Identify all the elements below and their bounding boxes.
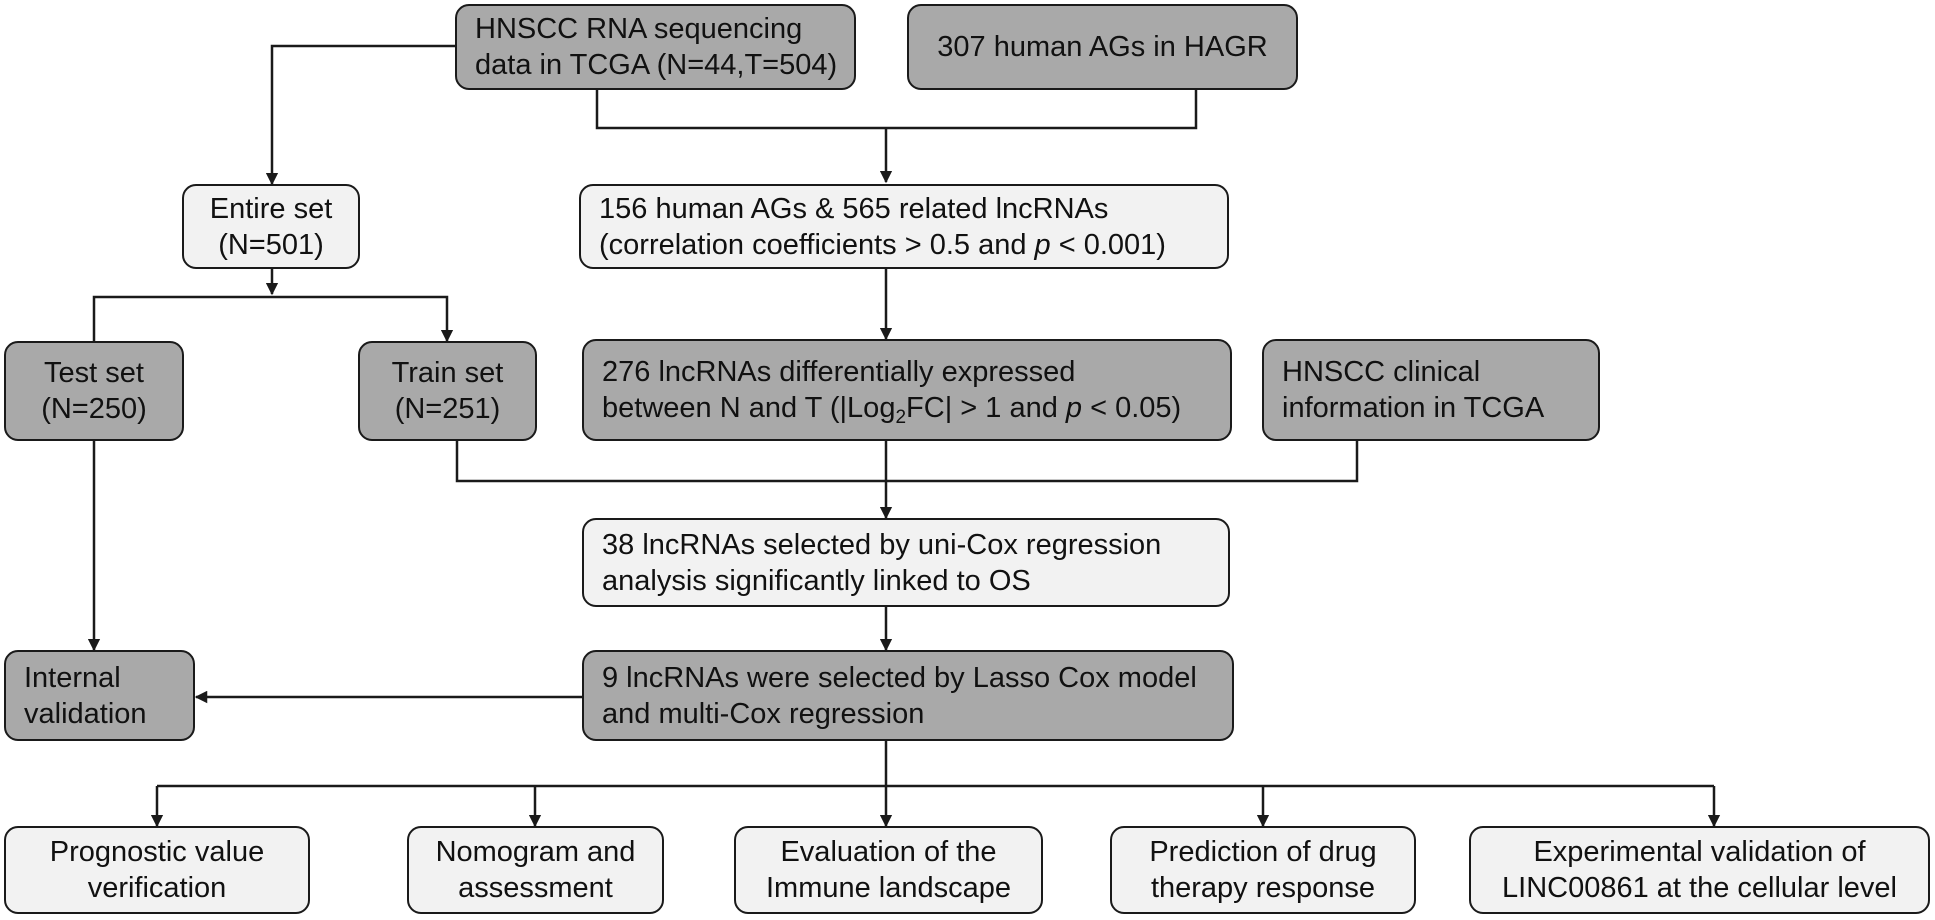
node-lasso-line1: 9 lncRNAs were selected by Lasso Cox mod…: [602, 661, 1197, 694]
node-differential-line1: 276 lncRNAs differentially expressed: [602, 356, 1076, 388]
node-ags-lncrnas-line2: (correlation coefficients > 0.5 and p < …: [599, 227, 1166, 263]
node-clinical-line1: HNSCC clinical: [1282, 356, 1481, 388]
node-entire-set-line1: Entire set: [209, 192, 333, 225]
node-prognostic-line1: Prognostic value: [49, 836, 265, 868]
edge-split-test: [92, 295, 454, 343]
node-differential-line2-pre: between N and T (|Log: [602, 392, 896, 424]
node-drug: Prediction of drug therapy response: [1110, 826, 1416, 914]
node-clinical: HNSCC clinical information in TCGA: [1262, 339, 1600, 441]
node-entire-set-line2: (N=501): [218, 228, 324, 261]
node-train-set-line1: Train set: [391, 357, 504, 389]
node-tcga-data: HNSCC RNA sequencing data in TCGA (N=44,…: [455, 4, 856, 90]
node-internal-validation-line1: Internal: [24, 661, 121, 694]
node-test-set-line1: Test set: [44, 357, 144, 389]
node-hagr-line1: 307 human AGs in HAGR: [937, 31, 1268, 63]
node-entire-set: Entire set (N=501): [182, 184, 360, 269]
node-test-set-line2: (N=250): [41, 393, 147, 425]
node-experimental: Experimental validation of LINC00861 at …: [1469, 826, 1930, 914]
node-nomogram-line2: assessment: [458, 872, 613, 904]
node-differential-line2-post: < 0.05): [1082, 392, 1182, 424]
node-ags-lncrnas-line2-pre: (correlation coefficients > 0.5 and: [599, 228, 1035, 261]
node-differential-line2-mid: FC| > 1 and: [906, 392, 1066, 424]
node-internal-validation-line2: validation: [24, 697, 147, 730]
node-internal-validation: Internal validation: [4, 650, 195, 741]
node-differential-line2: between N and T (|Log2FC| > 1 and p < 0.…: [602, 390, 1182, 428]
node-differential-subscript: 2: [895, 407, 907, 428]
node-unicox-line1: 38 lncRNAs selected by uni-Cox regressio…: [602, 528, 1162, 561]
node-unicox-line2: analysis significantly linked to OS: [602, 564, 1031, 597]
node-train-set-line2: (N=251): [394, 393, 501, 425]
node-lasso-line2: and multi-Cox regression: [602, 697, 925, 730]
node-tcga-data-line2: data in TCGA (N=44,T=504): [475, 49, 838, 81]
node-drug-line1: Prediction of drug: [1149, 836, 1377, 868]
node-unicox: 38 lncRNAs selected by uni-Cox regressio…: [582, 518, 1230, 607]
node-drug-line2: therapy response: [1150, 872, 1376, 904]
edge-tcga-down: [595, 89, 1198, 130]
node-tcga-data-line1: HNSCC RNA sequencing: [475, 13, 803, 45]
node-ags-lncrnas-line2-post: < 0.001): [1050, 228, 1166, 261]
node-immune-line2: Immune landscape: [765, 872, 1012, 904]
node-test-set: Test set (N=250): [4, 341, 184, 441]
node-nomogram: Nomogram and assessment: [407, 826, 664, 914]
node-lasso: 9 lncRNAs were selected by Lasso Cox mod…: [582, 650, 1234, 741]
node-hagr: 307 human AGs in HAGR: [907, 4, 1298, 90]
node-clinical-line2: information in TCGA: [1282, 392, 1545, 424]
node-ags-lncrnas-line1: 156 human AGs & 565 related lncRNAs: [599, 192, 1109, 225]
node-immune-line1: Evaluation of the: [780, 836, 997, 868]
node-ags-lncrnas-p: p: [1034, 228, 1051, 261]
node-experimental-line1: Experimental validation of: [1533, 836, 1866, 868]
node-differential: 276 lncRNAs differentially expressed bet…: [582, 339, 1232, 441]
node-ags-lncrnas: 156 human AGs & 565 related lncRNAs (cor…: [579, 184, 1229, 269]
node-train-set: Train set (N=251): [358, 341, 537, 441]
node-nomogram-line1: Nomogram and: [435, 836, 636, 868]
node-differential-p: p: [1065, 392, 1083, 424]
node-immune: Evaluation of the Immune landscape: [734, 826, 1043, 914]
node-experimental-line2: LINC00861 at the cellular level: [1502, 872, 1897, 904]
node-prognostic-line2: verification: [87, 872, 227, 904]
edge-train-clinical-merge: [455, 440, 1359, 483]
node-prognostic: Prognostic value verification: [4, 826, 310, 914]
edge-tcga-to-entire: [265, 44, 457, 186]
